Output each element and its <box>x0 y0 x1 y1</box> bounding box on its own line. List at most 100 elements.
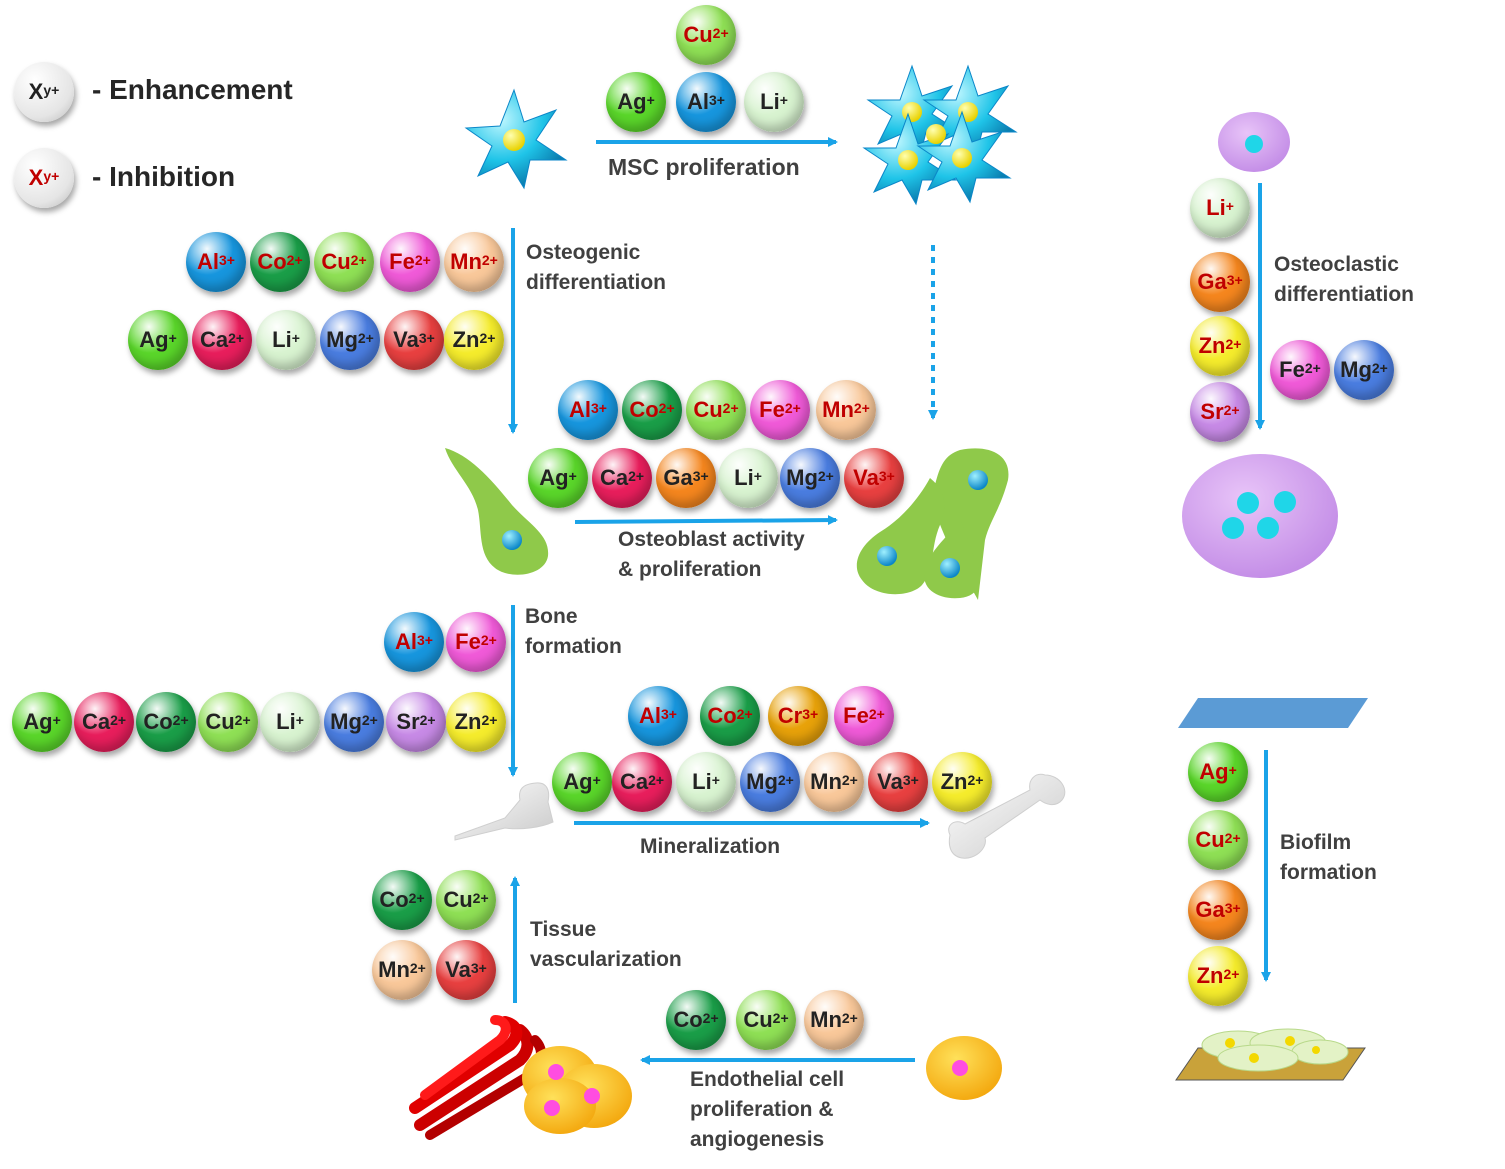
ion-charge: 2+ <box>817 468 834 484</box>
ion-charge: + <box>753 468 762 484</box>
ion-bone-ag: Ag+ <box>12 692 72 752</box>
ion-charge: + <box>592 772 601 788</box>
ion-symbol: Al <box>687 89 710 114</box>
ion-charge: 3+ <box>661 706 677 722</box>
ion-charge: + <box>646 92 655 108</box>
ion-symbol: Ag <box>539 465 569 490</box>
label-osteogenic-line2: differentiation <box>526 271 666 294</box>
ion-symbol: Al <box>197 249 220 274</box>
ion-symbol: Al <box>395 629 418 654</box>
ion-symbol: Ca <box>81 709 111 734</box>
osteoblast-cluster <box>856 448 1009 600</box>
ion-symbol: Va <box>393 327 419 352</box>
ion-charge: 2+ <box>772 1010 789 1026</box>
ion-charge: 2+ <box>967 772 984 788</box>
ion-msc-li: Li+ <box>744 72 804 132</box>
label-endothelial-line1: Endothelial cell <box>690 1068 845 1091</box>
ion-symbol: Co <box>379 887 409 912</box>
ion-charge: + <box>1228 762 1237 778</box>
ion-symbol: Zn <box>454 709 482 734</box>
ion-charge: 2+ <box>361 712 378 728</box>
ion-charge: 2+ <box>628 468 645 484</box>
ion-symbol: Li <box>734 465 754 490</box>
ion-charge: 2+ <box>1224 830 1241 846</box>
ion-symbol: Va <box>445 957 471 982</box>
ion-charge: 2+ <box>1371 360 1388 376</box>
ion-charge: 3+ <box>709 92 725 108</box>
ion-symbol: Ga <box>1197 269 1227 294</box>
ion-symbol: Ca <box>619 769 649 794</box>
ion-symbol: Ag <box>23 709 53 734</box>
label-endothelial-line2: proliferation & <box>690 1098 834 1121</box>
ion-symbol: Mg <box>786 465 818 490</box>
label-endothelial-line3: angiogenesis <box>690 1128 825 1151</box>
osteoclast-cell <box>1182 454 1338 578</box>
label-osteoclastic-line1: Osteoclastic <box>1274 253 1399 276</box>
ion-charge: 2+ <box>722 400 739 416</box>
ion-symbol: Sr <box>396 709 420 734</box>
ion-symbol: Ga <box>663 465 693 490</box>
ion-symbol: Cu <box>205 709 235 734</box>
ion-symbol: Ag <box>139 327 169 352</box>
label-bone-line1: Bone <box>525 605 578 628</box>
ion-charge: 2+ <box>1225 336 1242 352</box>
ion-symbol: Cu <box>743 1007 773 1032</box>
ion-charge: 2+ <box>110 712 127 728</box>
legend-inhibition-charge: y+ <box>43 168 60 184</box>
label-osteoclastic-line2: differentiation <box>1274 283 1414 306</box>
ion-symbol: Co <box>143 709 173 734</box>
legend-inhibition-label: - Inhibition <box>92 161 236 192</box>
ion-charge: 2+ <box>481 252 498 268</box>
ion-osteoclast-li: Li+ <box>1190 178 1250 238</box>
ion-charge: 2+ <box>658 400 675 416</box>
ion-charge: 2+ <box>357 330 374 346</box>
ion-charge: 2+ <box>1304 360 1321 376</box>
label-tissue-line1: Tissue <box>530 918 597 941</box>
ion-charge: 2+ <box>841 1010 858 1026</box>
ion-charge: 2+ <box>868 706 885 722</box>
ion-symbol: Sr <box>1200 399 1224 424</box>
ion-charge: + <box>295 712 304 728</box>
ion-charge: 2+ <box>472 890 489 906</box>
ion-charge: 3+ <box>878 468 895 484</box>
label-osteoblast-line1: Osteoblast activity <box>618 528 805 551</box>
label-tissue-line2: vascularization <box>530 948 682 971</box>
bone-small <box>454 782 554 841</box>
ion-symbol: Ga <box>1195 897 1225 922</box>
label-osteogenic-line1: Osteogenic <box>526 241 641 264</box>
ion-symbol: Mn <box>822 397 854 422</box>
ion-symbol: Fe <box>759 397 785 422</box>
ion-charge: 2+ <box>1223 402 1240 418</box>
ion-charge: + <box>52 712 61 728</box>
ion-charge: 2+ <box>784 400 801 416</box>
ion-charge: + <box>568 468 577 484</box>
ion-symbol: Mn <box>378 957 410 982</box>
ion-mineral-li: Li+ <box>676 752 736 812</box>
ion-symbol: Cu <box>443 887 473 912</box>
ion-symbol: Mn <box>810 1007 842 1032</box>
